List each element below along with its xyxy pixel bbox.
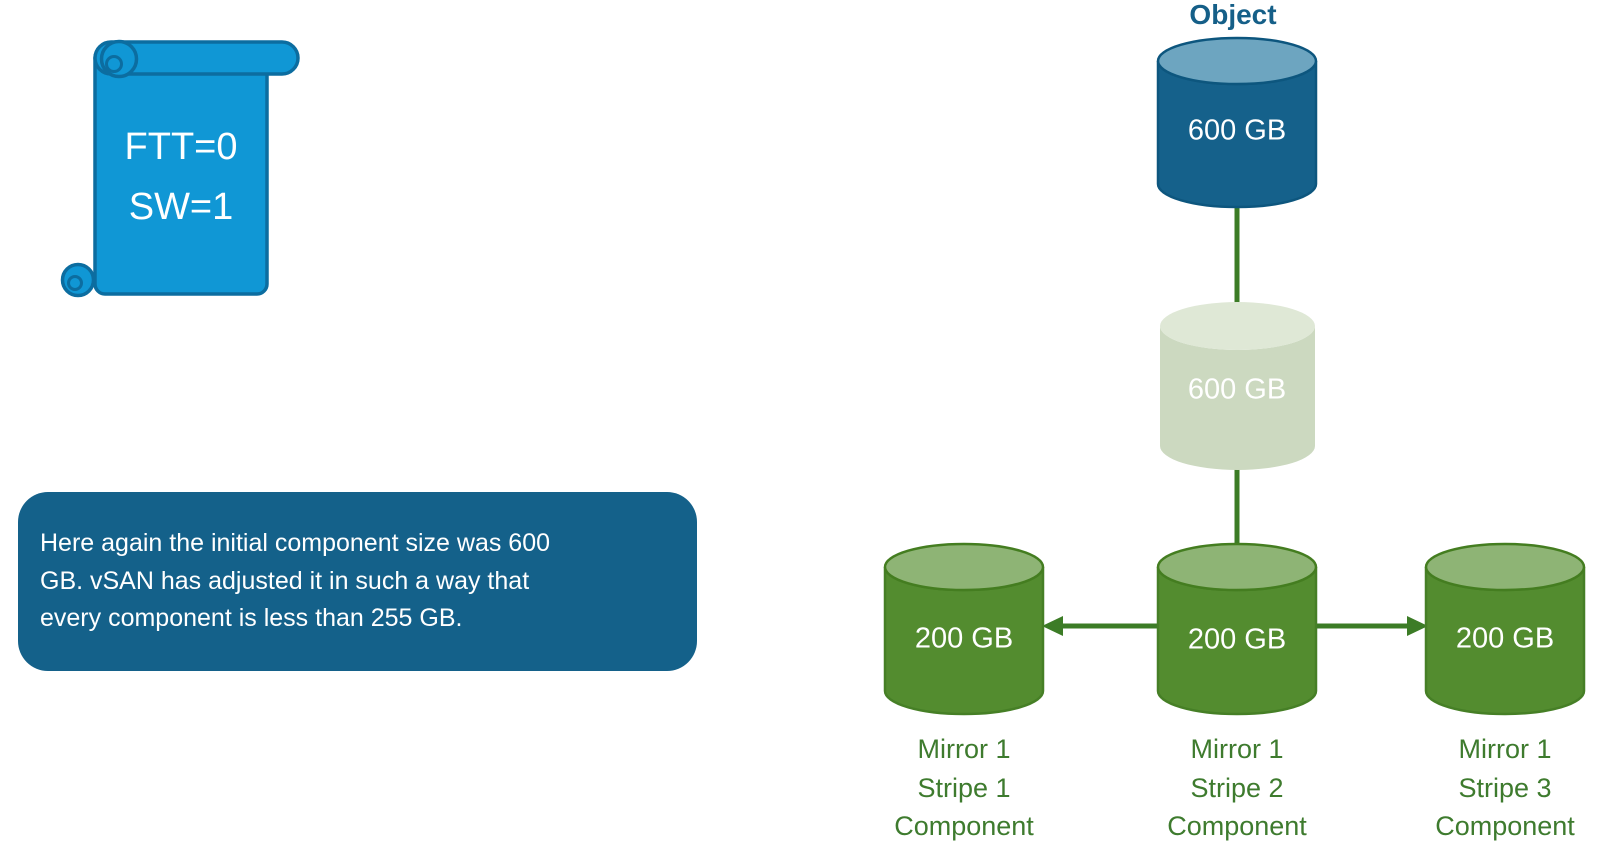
policy-sw-line: SW=1	[128, 186, 234, 228]
callout-line-2: GB. vSAN has adjusted it in such a way t…	[40, 566, 530, 595]
policy-note: FTT=0 SW=1	[125, 117, 238, 237]
scroll-bottom-curl	[60, 262, 96, 298]
callout-box: Here again the initial component size wa…	[18, 492, 697, 671]
vsan-object-diagram	[883, 36, 1586, 716]
component-2-label: Mirror 1 Stripe 2 Component	[1167, 734, 1307, 841]
callout-line-1: Here again the initial component size wa…	[40, 529, 551, 558]
component-3-cylinder	[1424, 542, 1586, 716]
scroll-bottom-curl-spiral	[67, 275, 83, 291]
callout-line-3: every component is less than 255 GB.	[40, 604, 463, 633]
scroll-top-roll	[93, 40, 300, 76]
component-3-size-label: 200 GB	[1455, 622, 1555, 655]
intermediate-cylinder	[1160, 302, 1315, 470]
arrowhead-right-icon	[1407, 616, 1428, 636]
object-cylinder	[1156, 36, 1318, 209]
component-1-label: Mirror 1 Stripe 1 Component	[894, 734, 1034, 841]
arrowhead-left-icon	[1042, 616, 1063, 636]
policy-ftt-line: FTT=0	[124, 126, 238, 168]
component-2-cylinder	[1156, 542, 1318, 716]
component-2-size-label: 200 GB	[1187, 623, 1287, 656]
object-size-label: 600 GB	[1187, 114, 1287, 147]
component-1-size-label: 200 GB	[914, 622, 1014, 655]
object-title: Object	[1189, 0, 1277, 30]
component-1-cylinder	[883, 542, 1045, 716]
callout-text: Here again the initial component size wa…	[40, 525, 550, 638]
intermediate-size-label: 600 GB	[1187, 373, 1287, 406]
policy-scroll-shape	[60, 39, 300, 298]
scroll-top-curl-spiral	[105, 55, 123, 73]
component-3-label: Mirror 1 Stripe 3 Component	[1435, 734, 1575, 841]
